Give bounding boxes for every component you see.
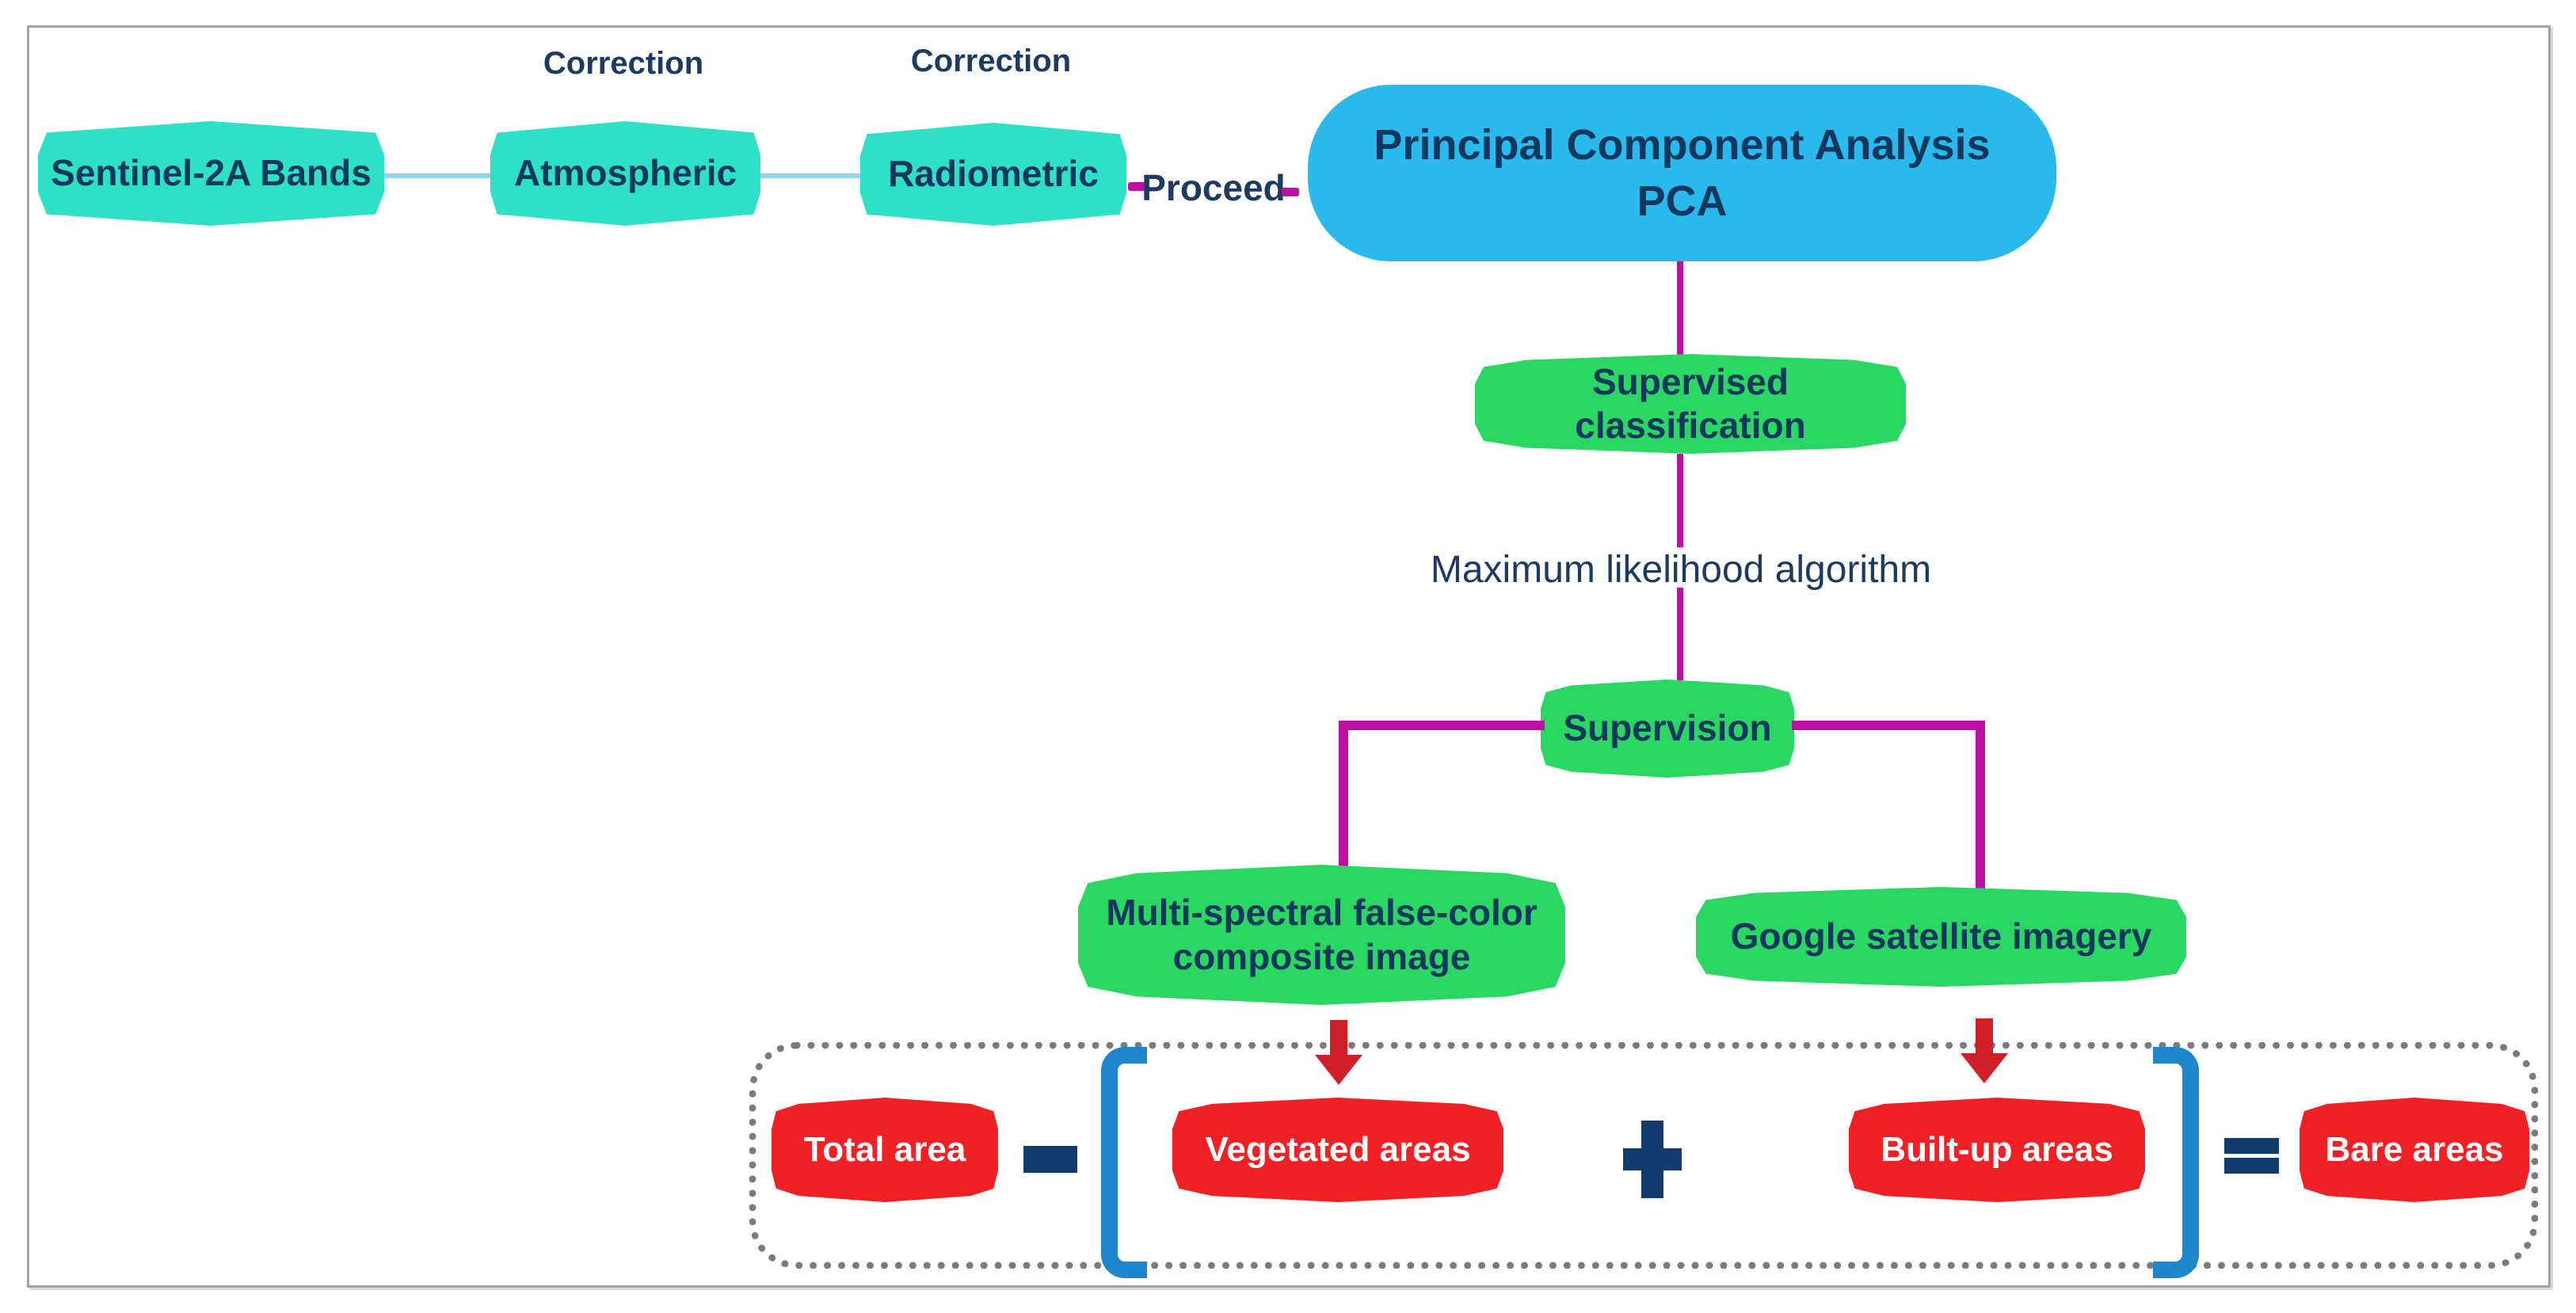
connector-supervision-left-horizontal xyxy=(1339,721,1545,730)
connector-supervision-right-horizontal xyxy=(1792,721,1984,730)
arrow-down-builtup-icon xyxy=(1961,1018,2008,1083)
node-google-imagery-label: Google satellite imagery xyxy=(1730,915,2152,957)
node-pca-line1: Principal Component Analysis xyxy=(1374,121,1991,169)
node-sentinel-bands: Sentinel-2A Bands xyxy=(38,121,384,226)
correction-label-2: Correction xyxy=(910,44,1072,78)
proceed-label: Proceed xyxy=(1141,167,1286,208)
node-total-area: Total area xyxy=(772,1098,998,1202)
open-bracket-icon xyxy=(1101,1047,1147,1278)
arrow-head xyxy=(1961,1053,2008,1083)
equation-container xyxy=(749,1042,2538,1269)
node-supervised-label: Supervised classification xyxy=(1575,360,1806,446)
equals-operator-bottom-bar xyxy=(2224,1158,2279,1174)
node-total-area-label: Total area xyxy=(803,1129,966,1169)
node-pca-line2: PCA xyxy=(1637,177,1728,225)
node-supervision: Supervision xyxy=(1541,679,1794,778)
node-atmospheric-correction: Atmospheric xyxy=(490,121,760,226)
node-supervised-classification: Supervised classification xyxy=(1475,354,1906,454)
node-pca: Principal Component Analysis PCA xyxy=(1308,85,2056,261)
node-multispectral-line2: composite image xyxy=(1172,935,1471,977)
minus-operator-icon xyxy=(1023,1146,1077,1173)
proceed-dash-left xyxy=(1128,182,1145,191)
arrow-stem xyxy=(1330,1020,1347,1056)
node-atmospheric-label: Atmospheric xyxy=(513,152,737,194)
node-built-up-areas: Built-up areas xyxy=(1849,1098,2145,1202)
node-radiometric-correction: Radiometric xyxy=(860,123,1126,226)
connector-algorithm-supervision xyxy=(1677,588,1683,680)
connector-sentinel-atmospheric xyxy=(380,173,495,178)
arrow-down-vegetated-icon xyxy=(1315,1020,1362,1085)
algorithm-label: Maximum likelihood algorithm xyxy=(1430,549,1932,591)
diagram-frame xyxy=(27,25,2551,1288)
arrow-head xyxy=(1315,1055,1362,1085)
equals-operator-top-bar xyxy=(2224,1138,2279,1154)
node-sentinel-bands-label: Sentinel-2A Bands xyxy=(51,152,372,194)
arrow-stem xyxy=(1976,1018,1993,1055)
proceed-dash-right xyxy=(1282,188,1299,196)
node-radiometric-label: Radiometric xyxy=(888,153,1099,195)
node-bare-areas: Bare areas xyxy=(2300,1098,2529,1202)
connector-supervision-right-vertical xyxy=(1976,721,1985,890)
node-multispectral-composite: Multi-spectral false-color composite ima… xyxy=(1078,865,1565,1005)
correction-label-1: Correction xyxy=(543,46,704,81)
node-vegetated-areas-label: Vegetated areas xyxy=(1205,1129,1471,1169)
close-bracket-icon xyxy=(2153,1047,2199,1278)
connector-pca-supervised xyxy=(1677,261,1683,355)
connector-supervision-left-vertical xyxy=(1339,721,1348,868)
node-bare-areas-label: Bare areas xyxy=(2325,1129,2504,1169)
node-built-up-areas-label: Built-up areas xyxy=(1881,1129,2113,1169)
node-google-imagery: Google satellite imagery xyxy=(1696,887,2186,987)
plus-operator-horizontal-bar xyxy=(1623,1148,1682,1170)
node-vegetated-areas: Vegetated areas xyxy=(1172,1098,1503,1202)
connector-atmospheric-radiometric xyxy=(756,173,864,178)
node-multispectral-line1: Multi-spectral false-color xyxy=(1106,892,1538,934)
connector-supervised-algorithm xyxy=(1677,454,1683,547)
node-supervision-label: Supervision xyxy=(1563,707,1772,749)
